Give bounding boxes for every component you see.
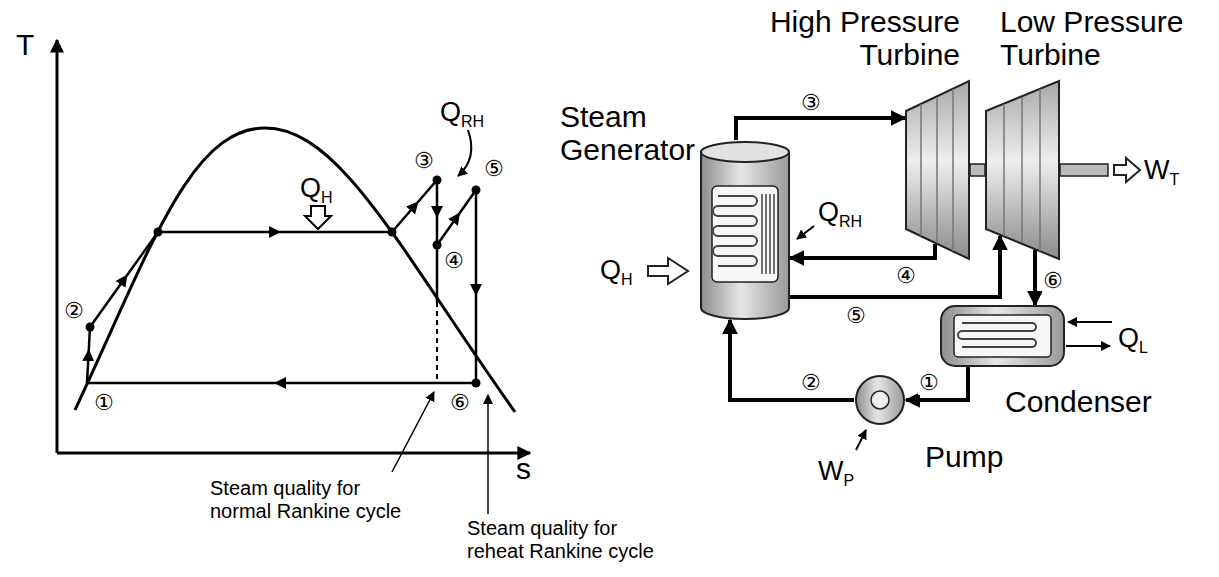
pump-process bbox=[87, 327, 90, 383]
state-dot bbox=[472, 379, 481, 388]
pump-label: Pump bbox=[925, 440, 1015, 473]
pipe bbox=[790, 244, 935, 258]
callout-number: ③ bbox=[414, 148, 434, 173]
steam-generator-label: Steam Generator bbox=[560, 100, 710, 166]
state-dot bbox=[433, 176, 442, 185]
steam-generator-shape bbox=[700, 140, 790, 320]
leader-line bbox=[392, 392, 434, 472]
state-points bbox=[86, 176, 481, 388]
heating-process bbox=[90, 232, 158, 327]
shaft bbox=[970, 164, 985, 176]
graphic-part bbox=[701, 142, 789, 162]
state-number: ⑥ bbox=[1042, 268, 1064, 293]
graphic-part bbox=[762, 194, 774, 274]
condenser: Condenser bbox=[940, 305, 1065, 367]
pipe bbox=[736, 118, 905, 140]
heat-symbol: QRH bbox=[818, 196, 862, 231]
pipe bbox=[730, 320, 854, 400]
work-out-arrow bbox=[1114, 158, 1140, 182]
graphic-part bbox=[712, 186, 778, 282]
heat-in-arrow bbox=[648, 258, 688, 284]
normal-expansion bbox=[436, 245, 439, 302]
t-axis bbox=[56, 40, 59, 453]
graphic-part bbox=[701, 152, 789, 319]
annotation: Steam quality for reheat Rankine cycle bbox=[467, 517, 667, 563]
callout-number: ⑥ bbox=[450, 390, 470, 415]
superheat-process bbox=[392, 180, 437, 232]
heat-in-arrow bbox=[305, 206, 331, 229]
pipe bbox=[906, 367, 968, 400]
state-dot bbox=[86, 323, 95, 332]
high-pressure-turbine: High Pressure Turbine bbox=[905, 80, 970, 260]
pump-work-arrow bbox=[856, 430, 866, 450]
axis-label: T bbox=[16, 28, 34, 63]
low-pressure-turbine-label: Low Pressure Turbine bbox=[1000, 5, 1212, 71]
condensation-process bbox=[87, 382, 476, 385]
pipe bbox=[1033, 250, 1037, 305]
graphic-part bbox=[921, 89, 953, 251]
graphic-part bbox=[1004, 89, 1040, 251]
graphic-part bbox=[954, 315, 1051, 357]
graphic-part bbox=[906, 81, 969, 259]
pump: Pump bbox=[854, 374, 906, 426]
condenser-shape bbox=[940, 305, 1065, 367]
t-s-axes bbox=[57, 40, 530, 453]
hp-expansion bbox=[436, 180, 439, 245]
state-number: ③ bbox=[800, 90, 822, 115]
saturation-dome bbox=[75, 128, 515, 412]
state-dot bbox=[472, 186, 481, 195]
graphic-part bbox=[713, 196, 757, 266]
heat-symbol: QRH bbox=[440, 96, 484, 131]
heat-symbol: QH bbox=[300, 172, 333, 207]
work-symbol: WT bbox=[1144, 154, 1179, 189]
graphic-part bbox=[958, 323, 1036, 347]
heat-symbol: QH bbox=[600, 254, 633, 289]
boiling-process bbox=[158, 231, 392, 234]
low-pressure-turbine-shape bbox=[985, 80, 1060, 260]
normal-expansion-dashed bbox=[436, 302, 438, 383]
condenser-label: Condenser bbox=[1005, 385, 1180, 418]
cooling-in-arrow bbox=[1068, 321, 1112, 323]
low-pressure-turbine: Low Pressure Turbine bbox=[985, 80, 1060, 260]
work-symbol: WP bbox=[818, 455, 854, 490]
reheat-arrow bbox=[797, 226, 814, 239]
state-number: ② bbox=[800, 370, 822, 395]
state-dot bbox=[388, 228, 397, 237]
state-number: ⑤ bbox=[845, 303, 867, 328]
axis-label: s bbox=[516, 452, 531, 487]
callout-number: ② bbox=[64, 298, 84, 323]
state-dot bbox=[433, 241, 442, 250]
state-dot bbox=[154, 228, 163, 237]
state-number: ① bbox=[918, 370, 940, 395]
rankine-cycle bbox=[87, 180, 476, 383]
callout-number: ⑤ bbox=[484, 156, 504, 181]
high-pressure-turbine-label: High Pressure Turbine bbox=[745, 5, 960, 71]
shaft bbox=[1060, 164, 1108, 176]
cooling-out-arrow bbox=[1066, 345, 1110, 347]
callout-number: ① bbox=[94, 390, 114, 415]
callout-number: ④ bbox=[444, 248, 464, 273]
lp-expansion bbox=[475, 190, 478, 383]
reheat-process bbox=[437, 190, 476, 245]
s-axis bbox=[57, 452, 530, 455]
pump-shape bbox=[854, 374, 906, 426]
heat-symbol: QL bbox=[1118, 322, 1148, 357]
high-pressure-turbine-shape bbox=[905, 80, 970, 260]
graphic-part bbox=[986, 81, 1059, 259]
graphic-part bbox=[941, 306, 1064, 366]
state-number: ④ bbox=[895, 263, 917, 288]
graphic-part bbox=[856, 376, 904, 424]
leader-line bbox=[487, 395, 489, 514]
reheat-arrow bbox=[458, 130, 471, 176]
annotation: Steam quality for normal Rankine cycle bbox=[210, 477, 410, 523]
graphic-part bbox=[871, 391, 889, 409]
steam-generator: Steam Generator bbox=[700, 140, 790, 320]
